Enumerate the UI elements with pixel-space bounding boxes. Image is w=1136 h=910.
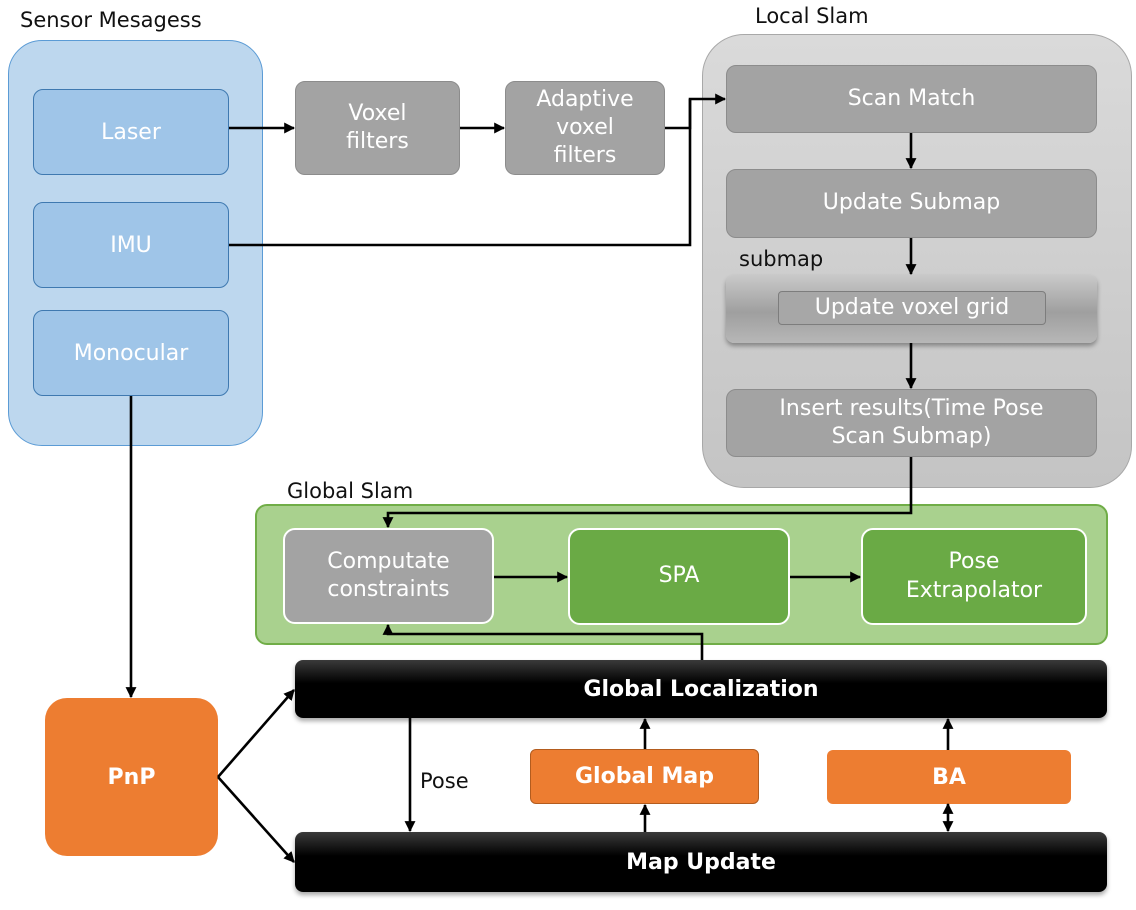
map-update-bar: Map Update (295, 832, 1107, 892)
arrow-adaptive-scanmatch (665, 93, 727, 130)
ba-node: BA (827, 750, 1071, 804)
pose-extrapolator-node: Pose Extrapolator (861, 528, 1087, 625)
adaptive-voxel-filters-node: Adaptive voxel filters (505, 81, 665, 175)
sensor-messages-title: Sensor Mesagess (20, 8, 202, 32)
monocular-node: Monocular (33, 310, 229, 396)
arrow-globalloc-computate (382, 623, 704, 660)
arrow-pnp-globalloc (217, 689, 295, 778)
arrow-imu-scanmatch (229, 99, 692, 247)
global-slam-title: Global Slam (287, 479, 414, 503)
global-map-node: Global Map (530, 749, 759, 804)
voxel-filters-node: Voxel filters (295, 81, 460, 175)
computate-constraints-node: Computate constraints (283, 528, 494, 624)
imu-node: IMU (33, 202, 229, 288)
local-slam-title: Local Slam (755, 4, 869, 28)
laser-node: Laser (33, 89, 229, 175)
pnp-node: PnP (45, 698, 218, 856)
pose-label: Pose (420, 769, 469, 793)
submap-label: submap (739, 247, 824, 271)
scan-match-node: Scan Match (726, 65, 1097, 133)
insert-results-node: Insert results(Time Pose Scan Submap) (726, 389, 1097, 457)
update-submap-node: Update Submap (726, 169, 1097, 238)
arrow-insert-computate (382, 457, 913, 529)
global-localization-bar: Global Localization (295, 660, 1107, 718)
spa-node: SPA (568, 528, 790, 625)
update-voxel-grid-node: Update voxel grid (778, 291, 1046, 325)
arrow-pnp-mapupdate (217, 776, 295, 863)
